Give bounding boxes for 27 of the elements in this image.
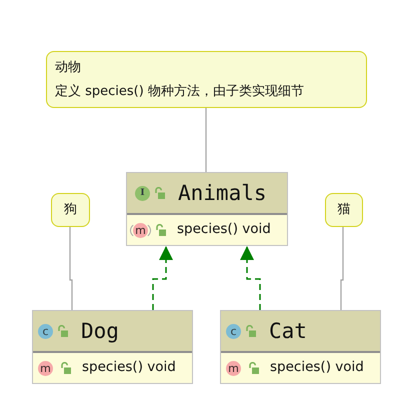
class-type-badge: c [226,324,241,338]
note-connector [340,227,344,310]
interface-box [126,172,288,246]
method-signature: species() void [177,223,271,237]
method-badge: m [38,360,53,376]
note-box [325,193,363,227]
class-box [220,310,381,384]
note-text: 定义 species() 物种方法，由子类实现细节 [55,84,304,100]
note-connector [205,108,207,172]
realization-arrow [240,246,261,310]
note-text: 狗 [64,202,77,218]
method-signature: species() void [82,361,176,375]
class-name: Dog [81,320,119,342]
note-connector [69,227,73,310]
class-type-badge: c [38,324,53,338]
note-title: 动物 [55,60,81,76]
class-type-badge: I [135,186,150,200]
method-badge: m [226,360,241,376]
method-badge: m [130,222,151,238]
class-name: Animals [178,182,267,204]
class-name: Cat [269,320,307,342]
method-signature: species() void [270,361,364,375]
class-box [32,310,193,384]
realization-arrow [152,246,173,310]
note-box [51,193,90,227]
note-text: 猫 [338,202,350,218]
note-box [46,51,367,108]
